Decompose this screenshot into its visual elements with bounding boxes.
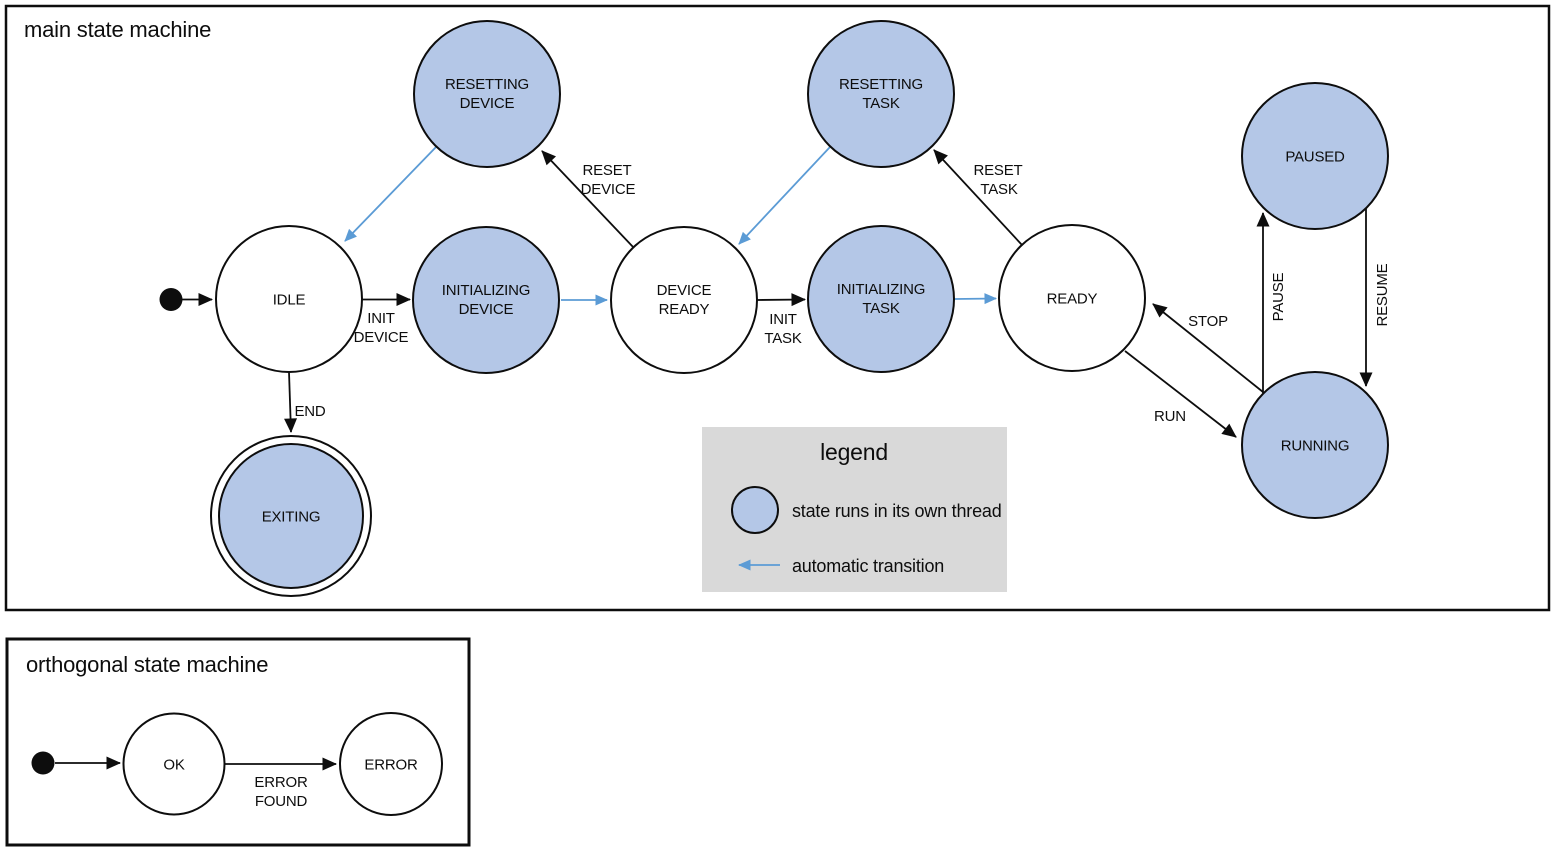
state-initializing-device-label-line2: DEVICE xyxy=(459,301,514,318)
transition-auto-inittask-ready-arrow xyxy=(954,293,997,305)
legend-thread-state-icon xyxy=(731,486,779,534)
state-initializing-task-label-line1: INITIALIZING xyxy=(837,281,925,298)
transition-reset-task-arrow xyxy=(933,149,1023,246)
main-frame-title: main state machine xyxy=(24,17,211,42)
state-resetting-task-label-line1: RESETTING xyxy=(839,76,923,93)
transition-run-label: RUN xyxy=(1154,408,1186,425)
legend-auto-item-label: automatic transition xyxy=(792,556,944,576)
transition-reset-device-label-line2: DEVICE xyxy=(581,181,636,198)
state-ok-label: OK xyxy=(163,757,184,774)
state-device-ready xyxy=(610,226,758,374)
state-paused xyxy=(1241,82,1389,230)
transition-init-device-label-line1: INIT xyxy=(367,310,395,327)
orthogonal-initial-state-dot xyxy=(31,751,55,775)
transition-init-task-arrow xyxy=(756,293,806,307)
transition-reset-task-label-line1: RESET xyxy=(973,162,1022,179)
transition-resume-label: RESUME xyxy=(1374,263,1391,326)
orthogonal-frame xyxy=(5,637,471,847)
transition-error-found-label-line1: ERROR xyxy=(254,774,308,791)
transition-auto-resetdev-idle-arrow xyxy=(344,145,438,242)
legend-thread-item-label: state runs in its own thread xyxy=(792,501,1002,521)
state-error xyxy=(339,712,443,816)
state-error-label: ERROR xyxy=(364,757,418,774)
transition-end-arrow xyxy=(284,371,298,433)
transition-stop-arrow xyxy=(1152,303,1264,393)
state-exiting-label: EXITING xyxy=(262,509,321,526)
state-idle xyxy=(215,225,363,373)
state-initializing-device xyxy=(412,226,560,374)
transition-reset-device-arrow xyxy=(541,150,635,249)
state-device-ready-label-line2: READY xyxy=(659,301,710,318)
transition-init-task-label-line2: TASK xyxy=(764,330,801,347)
state-initializing-device-label-line1: INITIALIZING xyxy=(442,282,530,299)
transition-auto-resettask-devready-arrow xyxy=(738,146,831,245)
state-running xyxy=(1241,371,1389,519)
state-resetting-device-label-line1: RESETTING xyxy=(445,76,529,93)
state-running-label: RUNNING xyxy=(1281,438,1350,455)
state-resetting-device-label-line2: DEVICE xyxy=(460,95,515,112)
state-exiting xyxy=(218,443,364,589)
transition-reset-task-label-line2: TASK xyxy=(980,181,1017,198)
state-ok xyxy=(122,712,226,816)
transition-init-device-label-line2: DEVICE xyxy=(354,329,409,346)
state-device-ready-label-line1: DEVICE xyxy=(657,282,712,299)
state-resetting-device xyxy=(413,20,561,168)
state-paused-label: PAUSED xyxy=(1285,149,1345,166)
orthogonal-frame-title: orthogonal state machine xyxy=(26,652,268,677)
state-ready-label: READY xyxy=(1047,291,1098,308)
state-idle-label: IDLE xyxy=(273,292,306,309)
transition-run-arrow xyxy=(1124,350,1237,438)
legend-title: legend xyxy=(820,439,888,465)
main-frame xyxy=(4,4,1551,612)
transition-stop-label: STOP xyxy=(1188,313,1228,330)
state-resetting-task-label-line2: TASK xyxy=(862,95,899,112)
initial-state-dot xyxy=(159,288,183,311)
state-resetting-task xyxy=(807,20,955,168)
state-ready xyxy=(998,224,1146,372)
transition-error-found-label-line2: FOUND xyxy=(255,793,308,810)
transition-reset-device-label-line1: RESET xyxy=(582,162,631,179)
transition-pause-label: PAUSE xyxy=(1270,272,1287,321)
transition-init-task-label-line1: INIT xyxy=(769,311,797,328)
state-initializing-task xyxy=(807,225,955,373)
transition-end-label: END xyxy=(294,403,325,420)
state-initializing-task-label-line2: TASK xyxy=(862,300,899,317)
